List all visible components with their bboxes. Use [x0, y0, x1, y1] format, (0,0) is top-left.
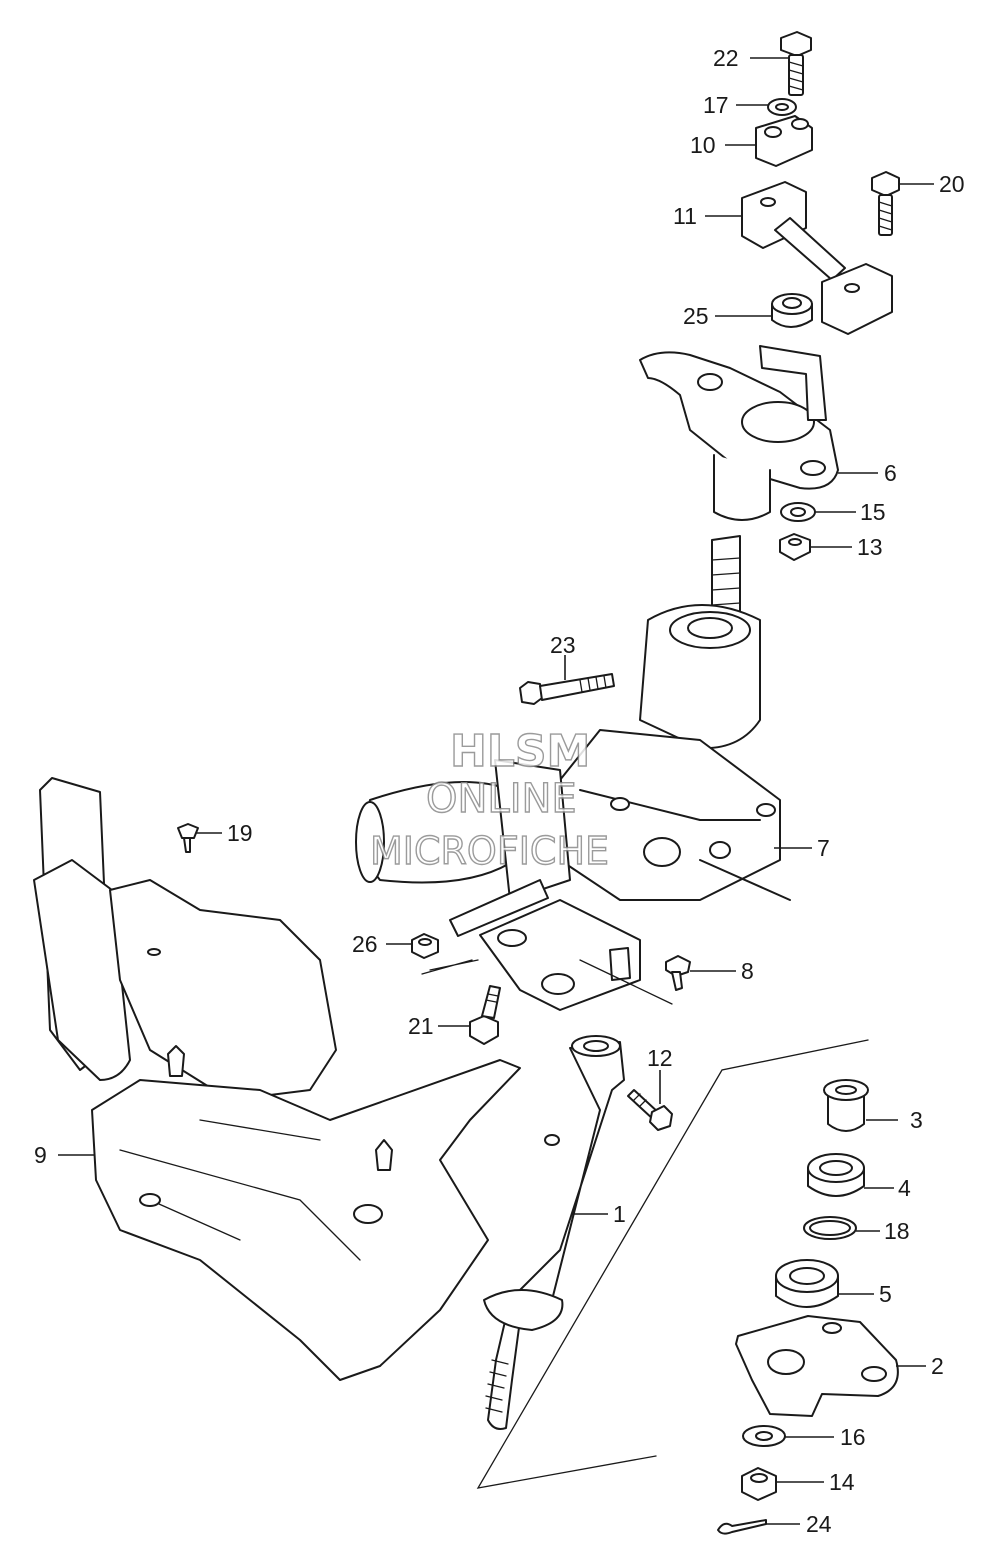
- callout-2: 2: [931, 1353, 944, 1379]
- part-21-bolt: [469, 985, 501, 1045]
- callout-20: 20: [939, 171, 965, 197]
- callout-12: 12: [647, 1045, 673, 1071]
- part-10-clamp: [755, 115, 813, 167]
- callout-6: 6: [884, 460, 897, 486]
- part-16-washer: [742, 1425, 786, 1447]
- callout-19: 19: [227, 820, 253, 846]
- part-1-shaft: [483, 1035, 625, 1430]
- part-9-cover: [33, 777, 521, 1381]
- part-14-nut: [741, 1467, 777, 1501]
- part-22-bolt: [780, 31, 812, 96]
- part-7-gearbox: [355, 535, 791, 1011]
- part-15-washer: [780, 502, 816, 522]
- watermark-line-2: ONLINE: [426, 776, 577, 822]
- watermark: HLSM ONLINE MICROFICHE: [369, 725, 609, 873]
- callout-10: 10: [690, 132, 716, 158]
- part-24-cotter-pin: [717, 1519, 767, 1535]
- callout-26: 26: [352, 931, 378, 957]
- callout-9: 9: [34, 1142, 47, 1168]
- callout-3: 3: [910, 1107, 923, 1133]
- callout-23: 23: [550, 632, 576, 658]
- watermark-line-3: MICROFICHE: [370, 829, 609, 873]
- callout-21: 21: [408, 1013, 434, 1039]
- part-20-bolt: [871, 171, 900, 236]
- part-17-washer: [767, 98, 797, 116]
- callout-22: 22: [713, 45, 739, 71]
- part-12-bolt: [627, 1089, 673, 1131]
- part-18-ring: [803, 1216, 857, 1240]
- callout-24: 24: [806, 1511, 832, 1537]
- part-25-collar: [771, 293, 813, 328]
- part-11-holder: [741, 181, 893, 335]
- part-6-bracket: [639, 345, 839, 521]
- assembly-guide-line: [421, 959, 869, 1489]
- leader-lines: [58, 57, 934, 1525]
- part-19-clip: [177, 823, 199, 853]
- callout-17: 17: [703, 92, 729, 118]
- watermark-line-1: HLSM: [450, 726, 590, 777]
- part-5-race: [775, 1259, 839, 1308]
- callout-5: 5: [879, 1281, 892, 1307]
- part-23-bolt: [519, 673, 615, 705]
- callout-11: 11: [673, 203, 697, 229]
- part-4-bearing: [807, 1153, 865, 1197]
- part-13-nut: [779, 533, 811, 561]
- callout-7: 7: [817, 835, 830, 861]
- callout-14: 14: [829, 1469, 855, 1495]
- callout-4: 4: [898, 1175, 911, 1201]
- callout-8: 8: [741, 958, 754, 984]
- part-26-nut: [411, 933, 439, 959]
- part-8-screw: [665, 955, 691, 991]
- callout-25: 25: [683, 303, 709, 329]
- callout-16: 16: [840, 1424, 866, 1450]
- callout-13: 13: [857, 534, 883, 560]
- callout-1: 1: [613, 1201, 626, 1227]
- callout-15: 15: [860, 499, 886, 525]
- callout-18: 18: [884, 1218, 910, 1244]
- part-3-bushing: [823, 1079, 869, 1132]
- part-2-arm: [735, 1315, 899, 1417]
